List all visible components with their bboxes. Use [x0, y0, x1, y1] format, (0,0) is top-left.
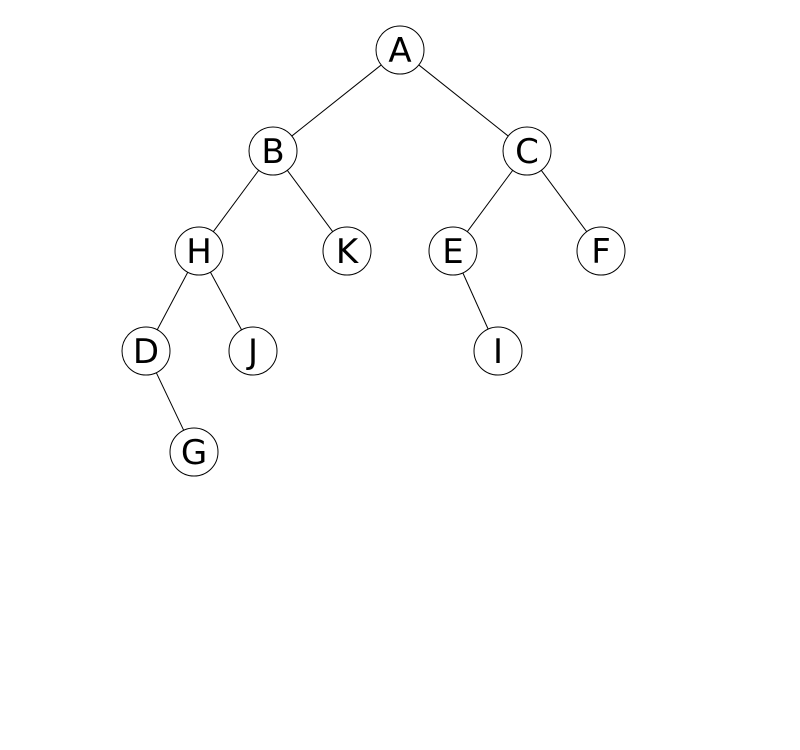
node-j: J [228, 326, 278, 376]
edge-a-c [418, 64, 509, 137]
node-label: F [591, 232, 611, 272]
node-e: E [428, 226, 478, 276]
node-circle [248, 126, 298, 176]
edge-b-h [212, 169, 260, 233]
node-circle [576, 226, 626, 276]
node-label: B [261, 132, 284, 172]
node-circle [428, 226, 478, 276]
node-circle [174, 226, 224, 276]
node-circle [121, 326, 171, 376]
node-label: C [515, 132, 539, 172]
node-label: G [181, 433, 207, 473]
node-i: I [473, 326, 523, 376]
node-label: K [336, 232, 360, 272]
edge-e-i [462, 272, 489, 330]
tree-nodes: A B C H K E F D J I G [121, 25, 626, 477]
node-label: E [442, 232, 463, 272]
node-label: H [186, 232, 212, 272]
node-a: A [375, 25, 425, 75]
node-label: J [246, 332, 258, 372]
node-f: F [576, 226, 626, 276]
edge-a-b [291, 64, 382, 137]
edge-h-j [209, 271, 243, 331]
tree-edges [155, 64, 588, 431]
node-circle [322, 226, 372, 276]
node-circle [473, 326, 523, 376]
node-b: B [248, 126, 298, 176]
node-h: H [174, 226, 224, 276]
node-label: A [388, 31, 411, 71]
edge-c-f [540, 169, 588, 233]
node-circle [228, 326, 278, 376]
node-circle [502, 126, 552, 176]
node-label: I [493, 332, 503, 372]
node-c: C [502, 126, 552, 176]
edge-c-e [466, 169, 514, 233]
node-k: K [322, 226, 372, 276]
node-d: D [121, 326, 171, 376]
node-circle [169, 427, 219, 477]
node-g: G [169, 427, 219, 477]
edge-h-d [156, 271, 189, 331]
edge-d-g [155, 372, 185, 431]
node-label: D [133, 332, 159, 372]
node-circle [375, 25, 425, 75]
edge-b-k [286, 169, 334, 233]
